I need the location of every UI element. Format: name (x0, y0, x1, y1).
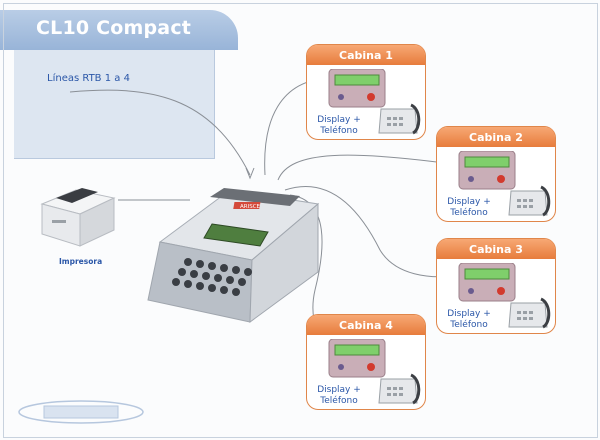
printer-label: Impresora (59, 257, 103, 266)
device-line: Teléfono (320, 126, 358, 136)
display-phone-icon (458, 151, 551, 217)
console-brand: ARISCE (240, 204, 261, 210)
page-title: CL10 Compact (36, 17, 192, 39)
cabin-device-label: Display + Teléfono (439, 309, 499, 331)
device-line: Display + (317, 385, 361, 395)
device-line: Teléfono (450, 208, 488, 218)
cabin-card-1: Cabina 1 Display + Teléfono (306, 44, 426, 140)
footer-decoration (18, 400, 144, 424)
device-line: Display + (447, 197, 491, 207)
display-phone-icon (458, 263, 551, 329)
device-line: Teléfono (450, 320, 488, 330)
device-line: Teléfono (320, 396, 358, 406)
wire-cabin-3 (284, 185, 461, 278)
line-panel (14, 50, 215, 159)
cabin-title: Cabina 2 (437, 127, 555, 147)
cabin-card-4: Cabina 4 Display + Teléfono (306, 314, 426, 410)
cabin-device-label: Display + Teléfono (309, 115, 369, 137)
cabin-device-label: Display + Teléfono (439, 197, 499, 219)
display-phone-icon (328, 69, 421, 135)
console-device: ARISCE (147, 188, 320, 324)
wire-cabin-2 (277, 154, 461, 181)
cabin-card-2: Cabina 2 Display + Teléfono (436, 126, 556, 222)
display-phone-icon (328, 339, 421, 405)
cabin-title: Cabina 3 (437, 239, 555, 259)
cabin-card-3: Cabina 3 Display + Teléfono (436, 238, 556, 334)
cabin-title: Cabina 1 (307, 45, 425, 65)
cabin-title: Cabina 4 (307, 315, 425, 335)
device-line: Display + (447, 309, 491, 319)
title-tab (0, 10, 238, 50)
printer-icon (40, 188, 116, 247)
line-wire (69, 89, 251, 176)
device-line: Display + (317, 115, 361, 125)
line-label: Líneas RTB 1 a 4 (47, 73, 130, 84)
cabin-device-label: Display + Teléfono (309, 385, 369, 407)
